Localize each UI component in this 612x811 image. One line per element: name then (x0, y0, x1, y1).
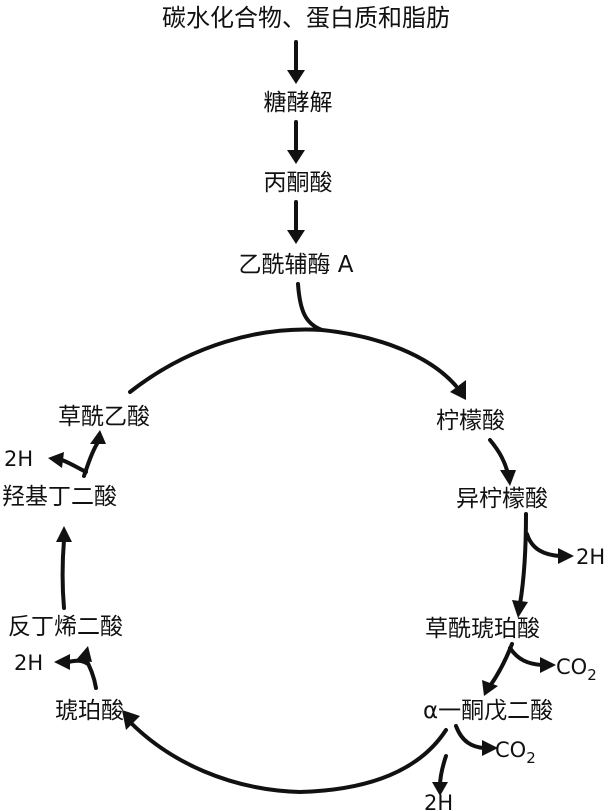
co2-main: CO (495, 738, 526, 762)
arrowhead-citrate (450, 380, 466, 400)
label-oxaloacetate: 草酰乙酸 (58, 404, 150, 430)
label-2h-isocitrate: 2H (576, 545, 605, 569)
label-alpha-ketoglutarate: α一酮戊二酸 (423, 698, 553, 724)
branch-co2-oxalosuccinate (508, 646, 544, 667)
arc-isocitrate-to-oxalosuccinate (518, 512, 528, 606)
label-co2-oxalosuccinate: CO2 (556, 655, 597, 684)
label-glycolysis: 糖酵解 (264, 90, 333, 116)
arrowhead-co2-oxalosuccinate (540, 657, 556, 673)
arrowhead-2h-right (558, 548, 574, 564)
arrowhead-succinate (122, 710, 140, 730)
label-sources: 碳水化合物、蛋白质和脂肪 (162, 4, 450, 32)
label-2h-malate: 2H (4, 447, 33, 471)
arrowhead-2h-malate (48, 452, 64, 468)
cycle-arc-upper (128, 327, 458, 394)
arrowhead-glycolysis (287, 70, 305, 84)
arrowhead-co2-akg (482, 740, 498, 756)
arrow-acetyl-entry (296, 282, 324, 332)
label-citrate: 柠檬酸 (436, 408, 505, 434)
label-malate: 羟基丁二酸 (2, 484, 117, 510)
arrowhead-acetyl (287, 230, 305, 244)
label-succinate: 琥珀酸 (55, 698, 124, 724)
arrowhead-akg (482, 680, 498, 696)
branch-co2-akg (454, 724, 486, 750)
arrowhead-isocitrate (500, 470, 516, 486)
arrow-citrate-to-isocitrate (488, 438, 510, 476)
branch-2h-right (525, 532, 562, 558)
label-pyruvate: 丙酮酸 (264, 170, 333, 196)
label-isocitrate: 异柠檬酸 (456, 486, 548, 512)
co2-subscript: 2 (587, 666, 597, 684)
branch-2h-succinate (66, 658, 90, 666)
label-2h-akg: 2H (424, 791, 453, 811)
label-acetyl-coa: 乙酰辅酶 A (238, 252, 353, 278)
label-fumarate: 反丁烯二酸 (8, 614, 123, 640)
arrowhead-fumarate (76, 646, 92, 662)
branch-2h-malate (60, 458, 88, 474)
branch-2h-bottom (438, 754, 448, 788)
label-2h-succinate: 2H (14, 651, 43, 675)
arrowhead-oxalosuccinate (512, 600, 528, 618)
arrowhead-2h-succinate (54, 654, 70, 670)
label-co2-akg: CO2 (495, 738, 536, 767)
cycle-arc-lower (128, 720, 448, 794)
co2-main: CO (556, 655, 587, 679)
co2-subscript: 2 (526, 749, 536, 767)
arrowhead-malate (56, 526, 72, 542)
arrowhead-pyruvate (287, 150, 305, 164)
arrowhead-oxaloacetate (90, 430, 106, 444)
label-oxalosuccinate: 草酰琥珀酸 (425, 616, 540, 642)
arrowhead-2h-bottom (432, 782, 448, 796)
arc-oxalosuccinate-to-akg (488, 642, 514, 688)
arc-fumarate-to-malate (60, 538, 66, 610)
